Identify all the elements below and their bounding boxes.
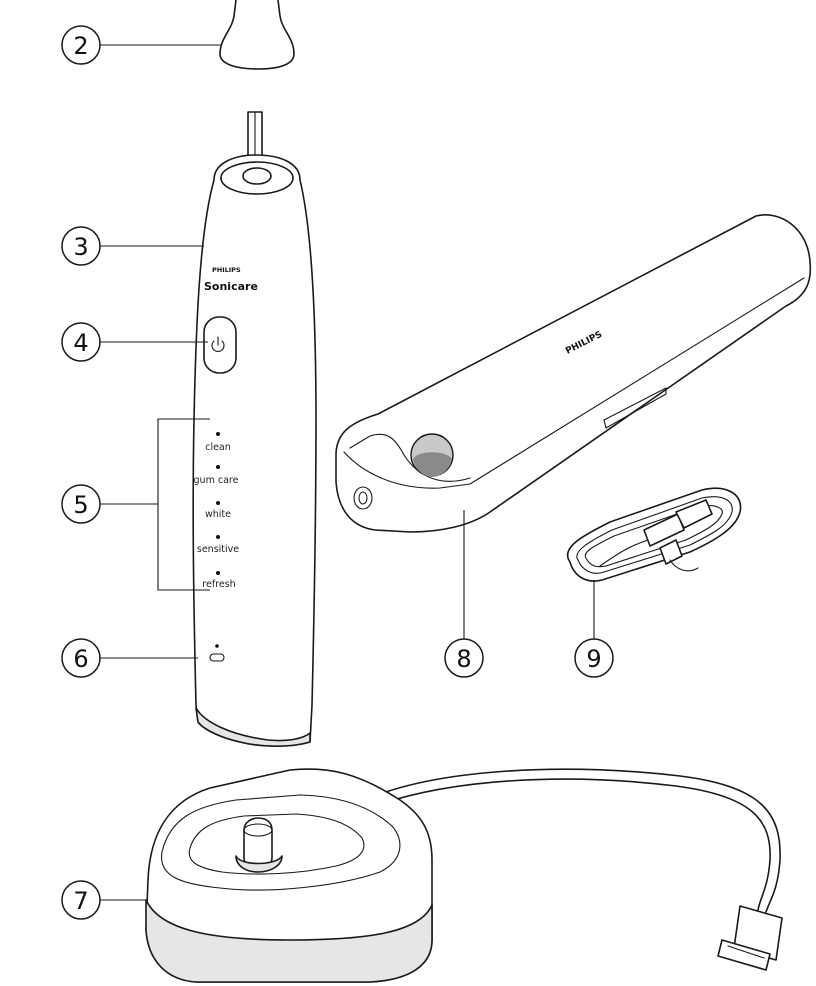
svg-text:4: 4 <box>73 329 88 357</box>
svg-text:3: 3 <box>73 233 88 261</box>
charger-base <box>145 768 783 983</box>
svg-text:7: 7 <box>73 887 88 915</box>
callout-4: 4 <box>61 322 208 362</box>
mode-label-clean: clean <box>205 442 231 453</box>
callout-9: 9 <box>574 580 614 678</box>
callout-6: 6 <box>61 638 198 678</box>
mode-label-gum-care: gum care <box>194 475 239 486</box>
usb-cable <box>566 487 742 582</box>
svg-text:2: 2 <box>73 32 88 60</box>
callout-7: 7 <box>61 880 148 920</box>
power-button <box>203 316 237 374</box>
callout-5: 5 <box>61 418 210 591</box>
callout-3: 3 <box>61 226 204 266</box>
svg-text:5: 5 <box>73 491 88 519</box>
handle-model-label: Sonicare <box>204 280 258 293</box>
power-icon <box>211 336 225 352</box>
mode-label-white: white <box>205 509 231 520</box>
callout-8: 8 <box>444 510 484 678</box>
mode-indicators: clean gum care white sensitive refresh <box>194 432 239 590</box>
brush-head <box>219 0 295 70</box>
svg-text:9: 9 <box>586 645 601 673</box>
travel-case: PHILIPS <box>335 214 812 533</box>
svg-text:6: 6 <box>73 645 88 673</box>
mode-label-sensitive: sensitive <box>197 544 239 555</box>
mode-label-refresh: refresh <box>202 579 235 590</box>
toothbrush-handle: PHILIPS Sonicare clean gum care white se… <box>192 111 317 747</box>
battery-indicator <box>209 644 225 662</box>
callout-2: 2 <box>61 25 222 65</box>
handle-brand-label: PHILIPS <box>212 266 241 274</box>
svg-text:8: 8 <box>456 645 471 673</box>
